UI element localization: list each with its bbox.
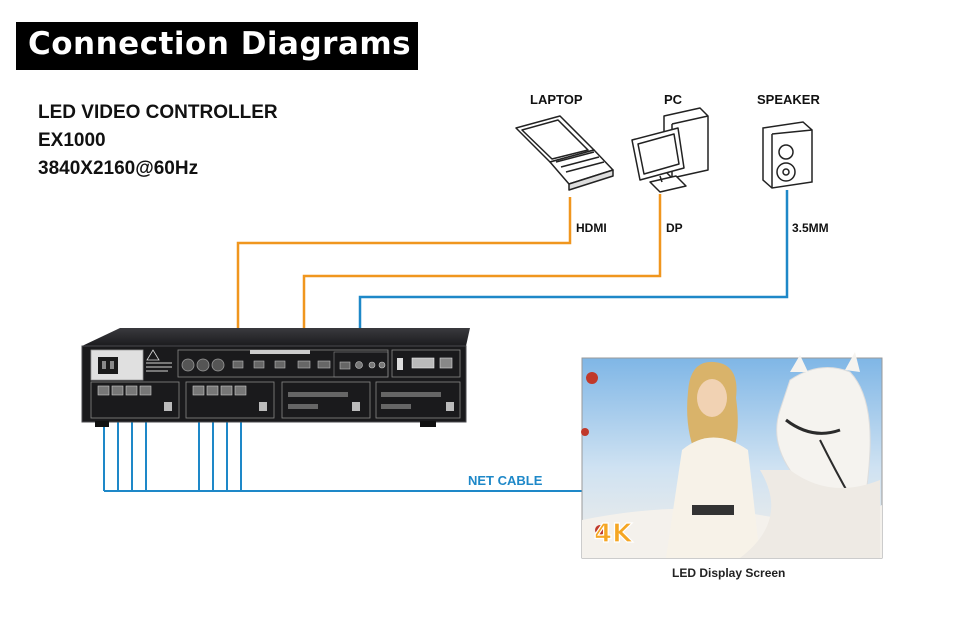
laptop-icon — [515, 115, 614, 191]
pc-icon — [631, 107, 709, 193]
controller-device — [81, 328, 470, 427]
title-banner: Connection Diagrams — [16, 22, 418, 70]
spec-model: EX1000 — [38, 130, 106, 151]
dp-cable — [302, 194, 662, 365]
4k-badge: 4K — [594, 519, 633, 549]
pc-label: PC — [664, 92, 683, 107]
dp-label: DP — [666, 221, 683, 235]
screen-caption: LED Display Screen — [672, 566, 786, 580]
page-title: Connection Diagrams — [28, 26, 412, 62]
hdmi-label: HDMI — [576, 221, 607, 235]
spec-resolution: 3840X2160@60Hz — [38, 158, 199, 179]
speaker-label: SPEAKER — [757, 92, 820, 107]
audio-label: 3.5MM — [792, 221, 829, 235]
speaker-icon — [762, 121, 813, 189]
hdmi-cable — [236, 197, 572, 358]
spec-controller: LED VIDEO CONTROLLER — [38, 102, 278, 123]
led-display-screen: 4K — [581, 352, 883, 559]
laptop-label: LAPTOP — [530, 92, 583, 107]
audio-cable — [358, 190, 789, 358]
net-cable-label: NET CABLE — [468, 473, 543, 488]
